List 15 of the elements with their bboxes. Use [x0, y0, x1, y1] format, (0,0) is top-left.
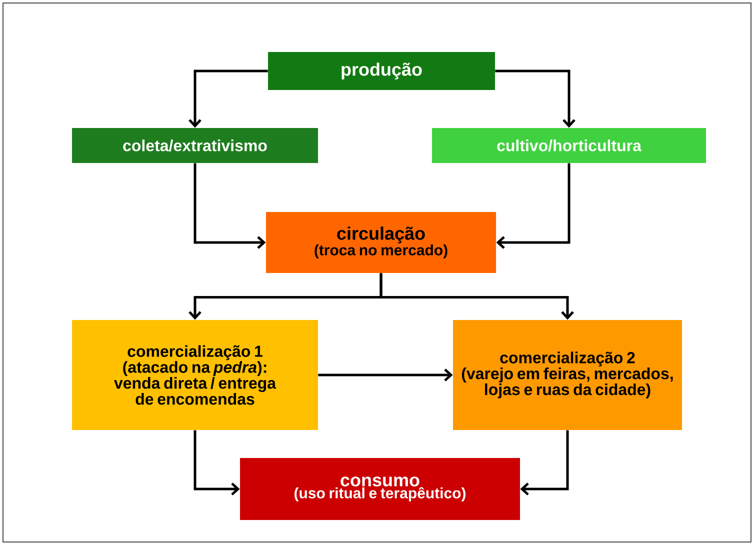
process-box: cultivo/horticultura — [432, 128, 706, 163]
arrow — [380, 273, 574, 320]
arrow — [496, 163, 570, 249]
arrow — [194, 430, 240, 496]
process-box: consumo (uso ritual e terapêutico) — [240, 458, 520, 520]
process-box: circulação (troca no mercado) — [266, 212, 496, 273]
arrow — [520, 430, 569, 496]
arrow — [194, 163, 266, 249]
process-box: produção — [268, 52, 495, 90]
arrow — [318, 368, 453, 382]
process-box: comercialização 1 (atacado na pedra): venda direta / entrega de encomendas — [72, 320, 318, 430]
arrow — [495, 70, 576, 128]
process-box: coleta/extrativismo — [72, 128, 318, 163]
process-box: comercialização 2 (varejo em feiras, mercados, lojas e ruas da cidade) — [453, 320, 682, 430]
arrow — [188, 70, 268, 128]
